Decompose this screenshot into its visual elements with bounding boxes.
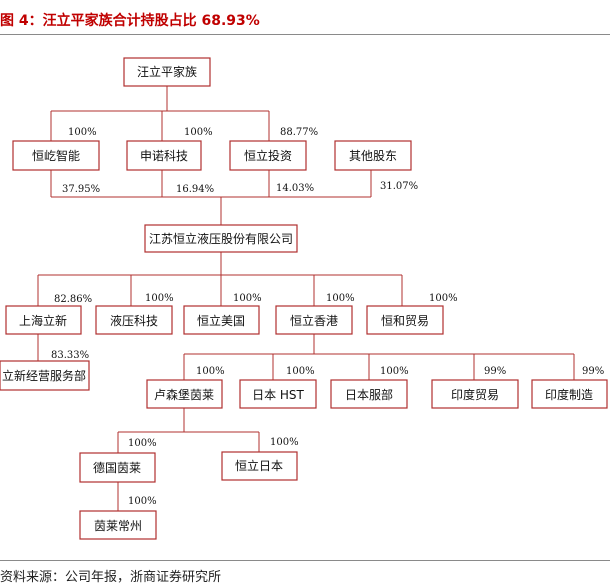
pct-lusenbao-germany: 100% bbox=[128, 438, 157, 449]
node-india-trade: 印度贸易 bbox=[431, 379, 519, 409]
svg-text:恒立日本: 恒立日本 bbox=[235, 458, 283, 473]
pct-company-hk: 100% bbox=[326, 293, 355, 304]
connector-family-to-holdcos bbox=[50, 86, 270, 141]
svg-text:日本服部: 日本服部 bbox=[345, 387, 393, 402]
svg-text:上海立新: 上海立新 bbox=[19, 313, 67, 328]
pct-hk-fuwubu: 100% bbox=[380, 366, 409, 377]
connector-shareholders-to-company bbox=[50, 170, 372, 225]
node-shennuo-keji: 申诺科技 bbox=[126, 140, 202, 171]
source-note: 资料来源：公司年报，浙商证券研究所 bbox=[0, 570, 222, 585]
node-hengli-hydraulic: 江苏恒立液压股份有限公司 bbox=[144, 224, 298, 253]
svg-text:恒和贸易: 恒和贸易 bbox=[381, 314, 429, 328]
svg-text:其他股东: 其他股东 bbox=[349, 149, 397, 163]
pct-hengyi-to-company: 37.95% bbox=[62, 184, 100, 195]
node-india-mfg: 印度制造 bbox=[531, 379, 608, 409]
pct-germany-changzhou: 100% bbox=[128, 496, 157, 507]
pct-company-usa: 100% bbox=[233, 293, 262, 304]
node-yinlai-changzhou: 茵莱常州 bbox=[79, 510, 157, 540]
svg-text:申诺科技: 申诺科技 bbox=[140, 149, 188, 163]
node-lusenbao-yinlai: 卢森堡茵莱 bbox=[146, 379, 223, 409]
pct-shennuo-to-company: 16.94% bbox=[176, 184, 214, 195]
node-germany-yinlai: 德国茵莱 bbox=[79, 452, 156, 483]
connector-company-to-subsidiaries bbox=[37, 252, 403, 306]
node-hengli-touzi: 恒立投资 bbox=[229, 140, 307, 171]
node-qita-gudong: 其他股东 bbox=[334, 140, 412, 171]
pct-lixin-service: 83.33% bbox=[51, 350, 89, 361]
figure-title: 图 4：汪立平家族合计持股占比 68.93% bbox=[0, 13, 260, 29]
pct-lusenbao-japan: 100% bbox=[270, 437, 299, 448]
svg-text:液压科技: 液压科技 bbox=[110, 313, 158, 328]
pct-hk-india-trade: 99% bbox=[484, 366, 506, 377]
node-hengli-usa: 恒立美国 bbox=[183, 305, 260, 335]
svg-text:恒立投资: 恒立投资 bbox=[244, 148, 292, 163]
pct-company-shanghai-lixin: 82.86% bbox=[54, 294, 92, 305]
node-hengli-hk: 恒立香港 bbox=[275, 305, 353, 335]
node-japan-fuwubu: 日本服部 bbox=[330, 379, 408, 409]
node-japan-hst: 日本 HST bbox=[239, 379, 317, 409]
connector-hk-to-overseas bbox=[183, 334, 575, 380]
connectors bbox=[37, 86, 575, 511]
pct-family-hengli-touzi: 88.77% bbox=[280, 127, 318, 138]
pct-hk-hst: 100% bbox=[286, 366, 315, 377]
pct-company-henghe: 100% bbox=[429, 293, 458, 304]
pct-family-hengyi: 100% bbox=[68, 127, 97, 138]
svg-text:恒立香港: 恒立香港 bbox=[290, 313, 338, 328]
pct-family-shennuo: 100% bbox=[184, 127, 213, 138]
svg-text:恒立美国: 恒立美国 bbox=[197, 313, 245, 328]
node-hengyi-zhineng: 恒屹智能 bbox=[12, 140, 100, 171]
node-lixin-service: 立新经营服务部 bbox=[0, 360, 90, 391]
node-shanghai-lixin: 上海立新 bbox=[5, 305, 82, 335]
pct-hk-lusenbao: 100% bbox=[196, 366, 225, 377]
svg-text:立新经营服务部: 立新经营服务部 bbox=[2, 368, 86, 383]
connector-lusenbao-to-children bbox=[117, 408, 260, 453]
footer-divider bbox=[0, 560, 610, 561]
node-wang-family: 汪立平家族 bbox=[123, 57, 211, 87]
pct-hengli-touzi-to-company: 14.03% bbox=[276, 183, 314, 194]
svg-text:印度制造: 印度制造 bbox=[545, 387, 593, 402]
node-henghe-maoyi: 恒和贸易 bbox=[366, 305, 444, 335]
pct-others-to-company: 31.07% bbox=[380, 181, 418, 192]
svg-text:江苏恒立液压股份有限公司: 江苏恒立液压股份有限公司 bbox=[149, 231, 293, 246]
svg-text:卢森堡茵莱: 卢森堡茵莱 bbox=[154, 387, 214, 402]
node-yeya-keji: 液压科技 bbox=[95, 305, 173, 335]
svg-text:日本 HST: 日本 HST bbox=[252, 388, 304, 402]
svg-text:印度贸易: 印度贸易 bbox=[451, 387, 499, 402]
svg-text:汪立平家族: 汪立平家族 bbox=[137, 64, 197, 79]
title-divider bbox=[0, 34, 610, 35]
percentage-labels: 100% 100% 88.77% 37.95% 16.94% 14.03% 31… bbox=[51, 127, 604, 507]
svg-text:茵莱常州: 茵莱常州 bbox=[94, 519, 142, 533]
svg-text:德国茵莱: 德国茵莱 bbox=[93, 460, 141, 475]
pct-company-yeya: 100% bbox=[145, 293, 174, 304]
svg-text:恒屹智能: 恒屹智能 bbox=[32, 148, 80, 163]
node-hengli-japan: 恒立日本 bbox=[221, 451, 298, 481]
pct-hk-india-mfg: 99% bbox=[582, 366, 604, 377]
